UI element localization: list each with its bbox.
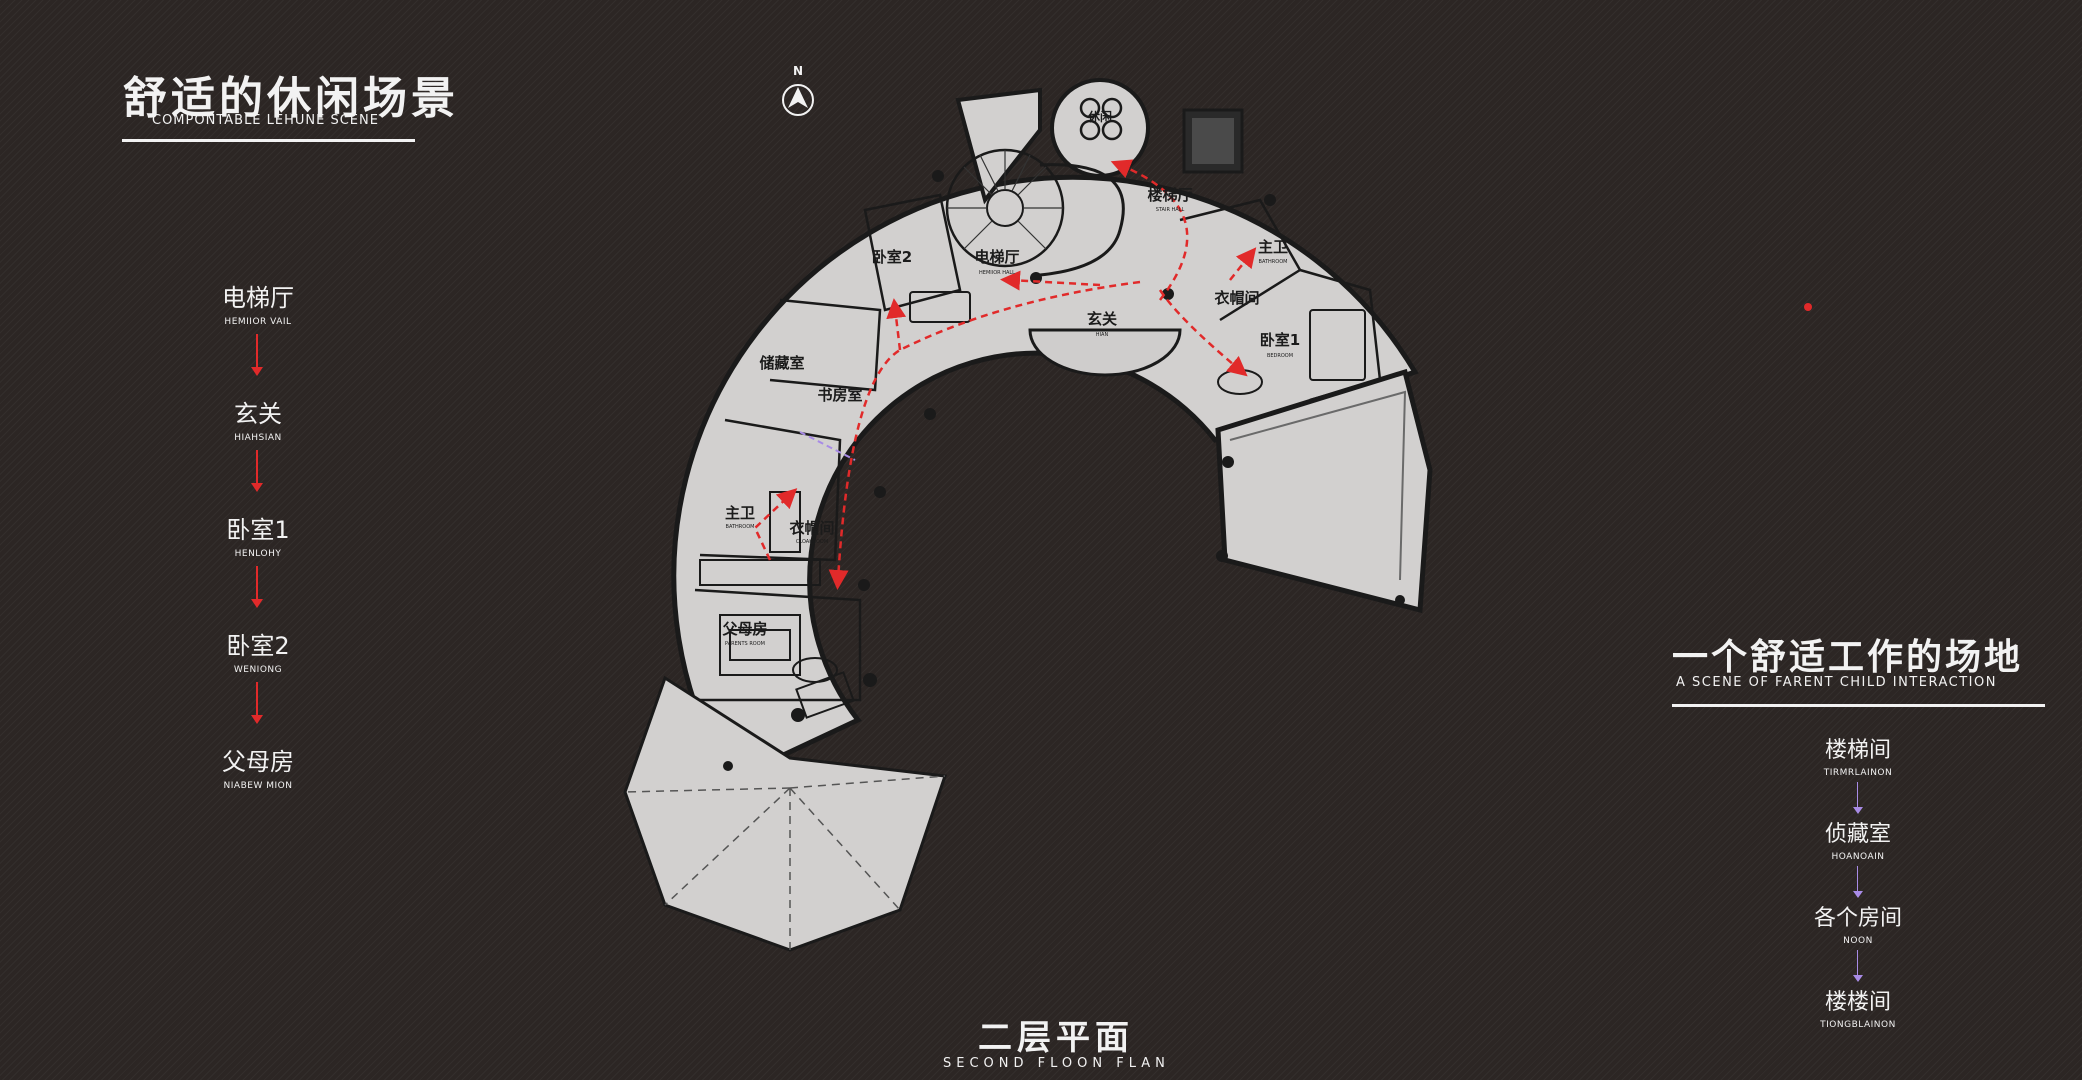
flow-item-bedroom2: 卧室2 WENIONG — [188, 626, 328, 675]
flow-item-en: TIRMRLAINON — [1823, 768, 1893, 778]
red-route — [753, 159, 1257, 590]
flow-item-en: HEMIIOR VAIL — [224, 317, 292, 327]
label-closet-left-en: CLOAKROOM — [796, 539, 828, 545]
flow-item-stairwell: 楼梯间 TIRMRLAINON — [1788, 732, 1928, 778]
fan-icon — [1079, 97, 1123, 141]
red-marker-dot — [1804, 303, 1812, 311]
plan-top-left-wing — [955, 87, 1042, 205]
label-stair-hall: 楼梯厅 — [1147, 186, 1192, 204]
flow-item-zh: 玄关 — [234, 400, 282, 428]
flow-item-bedroom1: 卧室1 HENLOHY — [188, 510, 328, 559]
label-closet-left: 衣帽间 — [789, 519, 834, 537]
flow-item-foyer: 玄关 HIAHSIAN — [188, 394, 328, 443]
label-closet-right: 衣帽间 — [1214, 289, 1259, 307]
flow-item-parents-room: 父母房 NIABEW MION — [188, 742, 328, 791]
flow-item-en: NOON — [1843, 936, 1873, 946]
flow-item-en: HIAHSIAN — [234, 433, 282, 443]
label-study: 书房室 — [817, 386, 862, 404]
flow-item-zh: 电梯厅 — [222, 284, 294, 312]
label-elevator-hall: 电梯厅 — [974, 248, 1019, 266]
label-top-room: 休闲 — [1087, 109, 1112, 124]
plan-columns — [723, 170, 1405, 771]
flow-arrow-down — [251, 682, 263, 724]
left-panel-subtitle: COMPONTABLE LEHUNE SCENE — [152, 113, 379, 128]
flow-item-elevator-hall: 电梯厅 HEMIIOR VAIL — [188, 278, 328, 327]
label-parents-room-en: PARENTS ROOM — [725, 641, 765, 647]
plan-foyer — [1028, 328, 1182, 377]
label-bath-right-en: BATHROOM — [1259, 259, 1288, 265]
flow-item-en: WENIONG — [233, 665, 283, 675]
flow-arrow-down — [251, 334, 263, 376]
flow-item-rooms: 各个房间 NOON — [1788, 900, 1928, 946]
plan-interior-walls — [694, 193, 1382, 702]
left-panel-rule — [122, 139, 415, 142]
north-arrow-icon — [782, 84, 814, 116]
label-foyer-en: HIAN — [1096, 332, 1109, 338]
left-panel-title: 舒适的休闲场景 — [123, 73, 459, 124]
right-panel-rule — [1672, 704, 2045, 707]
spiral-stair-icon — [945, 148, 1125, 277]
flow-arrow-down — [251, 450, 263, 492]
flow-item-en: TIONGBLAINON — [1820, 1020, 1896, 1030]
flow-item-en: NIABEW MION — [223, 781, 293, 791]
plan-furniture — [699, 291, 1366, 722]
right-panel-subtitle: A SCENE OF FARENT CHILD INTERACTION — [1676, 675, 1997, 690]
label-bedroom2: 卧室2 — [872, 248, 912, 266]
label-foyer: 玄关 — [1087, 310, 1117, 328]
label-bedroom1: 卧室1 — [1260, 331, 1300, 349]
flow-arrow-down — [251, 566, 263, 608]
plan-title: 二层平面 — [978, 1018, 1134, 1058]
right-panel-title: 一个舒适工作的场地 — [1672, 637, 2024, 678]
flow-item-stairwell-2: 楼楼间 TIONGBLAINON — [1788, 984, 1928, 1030]
label-bedroom1-en: BEDROOM — [1267, 353, 1293, 359]
label-parents-room: 父母房 — [721, 620, 767, 638]
label-stair-hall-en: STAIR HALL — [1156, 207, 1185, 213]
flow-arrow-down — [1853, 782, 1863, 814]
label-storage: 储藏室 — [759, 354, 804, 372]
compass-label: N — [792, 64, 804, 78]
flow-item-zh: 卧室2 — [226, 632, 290, 660]
flow-item-zh: 楼楼间 — [1824, 990, 1891, 1015]
flow-item-en: HOANOAIN — [1831, 852, 1885, 862]
plan-subtitle: SECOND FLOON FLAN — [943, 1056, 1170, 1071]
flow-arrow-down — [1853, 950, 1863, 982]
purple-route — [799, 431, 856, 461]
flow-arrow-down — [1853, 866, 1863, 898]
flow-item-zh: 卧室1 — [226, 516, 290, 544]
flow-item-en: HENLOHY — [234, 549, 282, 559]
flow-item-zh: 父母房 — [222, 748, 294, 776]
plan-terrace — [623, 675, 948, 952]
flow-item-zh: 各个房间 — [1813, 906, 1902, 931]
flow-item-zh: 侦藏室 — [1824, 822, 1891, 847]
label-bath-left: 主卫 — [725, 504, 755, 522]
flow-item-storage: 侦藏室 HOANOAIN — [1788, 816, 1928, 862]
flow-item-zh: 楼梯间 — [1824, 738, 1891, 763]
label-bath-left-en: BATHROOM — [726, 524, 755, 530]
label-bath-right: 主卫 — [1258, 238, 1288, 256]
compass: N — [776, 64, 820, 126]
label-elevator-hall-en: HEMIIOR HALL — [979, 270, 1015, 276]
